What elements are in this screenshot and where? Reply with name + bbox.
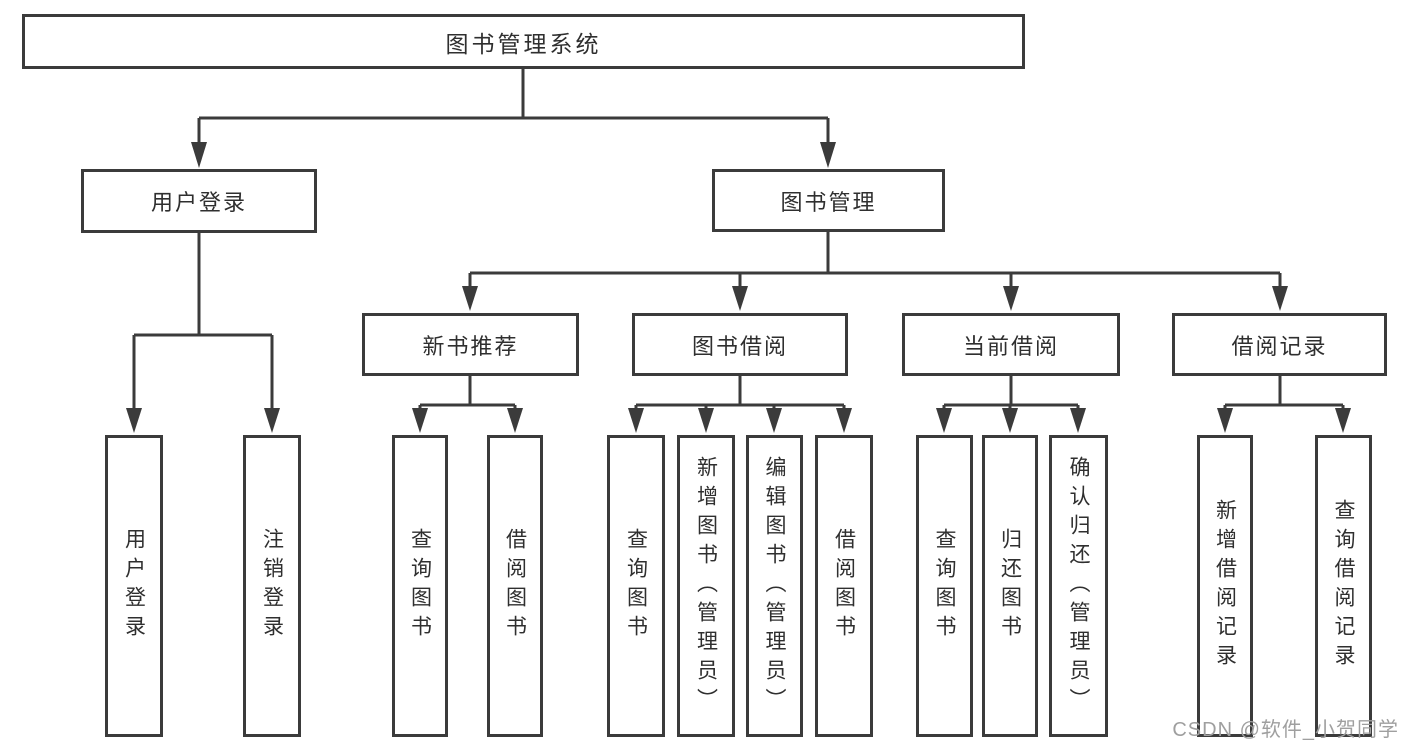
node-label: 借阅记录: [1231, 333, 1328, 359]
node-label: 新书推荐: [422, 333, 519, 359]
node-edit-books-admin: 编辑图书（管理员）: [746, 435, 803, 737]
arrow-down-icon: [264, 408, 280, 433]
node-label: 查询图书: [933, 528, 956, 644]
node-label: 图书管理系统: [445, 30, 602, 57]
arrow-down-icon: [126, 408, 142, 433]
trunk-root-to-level2: [197, 69, 830, 146]
node-label: 当前借阅: [962, 333, 1059, 359]
arrow-down-icon: [628, 408, 644, 433]
arrow-down-icon: [462, 286, 478, 311]
arrow-down-icon: [412, 408, 428, 433]
node-confirm-return-admin: 确认归还（管理员）: [1049, 435, 1108, 737]
node-query-books-borrowing: 查询图书: [607, 435, 665, 737]
node-label: 借阅图书: [503, 528, 527, 644]
branch-user-login: [132, 233, 274, 412]
node-label: 用户登录: [150, 190, 247, 215]
node-label: 注销登录: [260, 528, 284, 644]
node-return-books: 归还图书: [982, 435, 1038, 737]
arrowheads: [126, 142, 1351, 433]
node-borrow-books: 借阅图书: [815, 435, 873, 737]
node-label: 查询图书: [408, 528, 432, 644]
node-label: 用户登录: [122, 528, 146, 644]
arrow-down-icon: [1070, 408, 1086, 433]
node-label: 编辑图书（管理员）: [763, 455, 786, 717]
node-add-borrow-record: 新增借阅记录: [1197, 435, 1253, 737]
node-label: 查询借阅记录: [1332, 499, 1355, 673]
arrow-down-icon: [507, 408, 523, 433]
arrow-down-icon: [1217, 408, 1233, 433]
arrow-down-icon: [1272, 286, 1288, 311]
csdn-watermark: CSDN @软件_小贺同学: [1172, 719, 1399, 741]
node-user-login: 用户登录: [81, 169, 317, 233]
arrow-down-icon: [732, 286, 748, 311]
node-user-login-action: 用户登录: [105, 435, 163, 737]
arrow-down-icon: [698, 408, 714, 433]
node-book-borrowing: 图书借阅: [632, 313, 848, 376]
node-label: 新增借阅记录: [1213, 499, 1237, 673]
node-query-borrow-record: 查询借阅记录: [1315, 435, 1372, 737]
arrow-down-icon: [766, 408, 782, 433]
node-current-borrowing: 当前借阅: [902, 313, 1120, 376]
node-label: 图书管理: [780, 189, 877, 215]
arrow-down-icon: [1003, 286, 1019, 311]
arrow-down-icon: [820, 142, 836, 168]
node-root-system: 图书管理系统: [22, 14, 1025, 69]
node-book-management: 图书管理: [712, 169, 945, 232]
node-label: 图书借阅: [691, 333, 788, 359]
node-borrow-books-recommend: 借阅图书: [487, 435, 543, 737]
trunk-mgmt-to-level3: [468, 232, 1282, 290]
node-label: 查询图书: [624, 528, 648, 644]
arrow-down-icon: [936, 408, 952, 433]
node-add-books-admin: 新增图书（管理员）: [677, 435, 735, 737]
arrow-down-icon: [1002, 408, 1018, 433]
arrow-down-icon: [1335, 408, 1351, 433]
node-new-book-recommend: 新书推荐: [362, 313, 579, 376]
node-query-books-recommend: 查询图书: [392, 435, 448, 737]
node-query-books-current: 查询图书: [916, 435, 973, 737]
node-borrowing-records: 借阅记录: [1172, 313, 1387, 376]
node-label: 借阅图书: [832, 528, 856, 644]
branch-leaf-stems: [418, 405, 1345, 412]
node-label: 新增图书（管理员）: [694, 455, 718, 717]
node-logout-action: 注销登录: [243, 435, 301, 737]
arrow-down-icon: [191, 142, 207, 168]
branch-level3-splits: [420, 376, 1343, 407]
node-label: 确认归还（管理员）: [1067, 455, 1090, 717]
node-label: 归还图书: [998, 528, 1022, 644]
arrow-down-icon: [836, 408, 852, 433]
